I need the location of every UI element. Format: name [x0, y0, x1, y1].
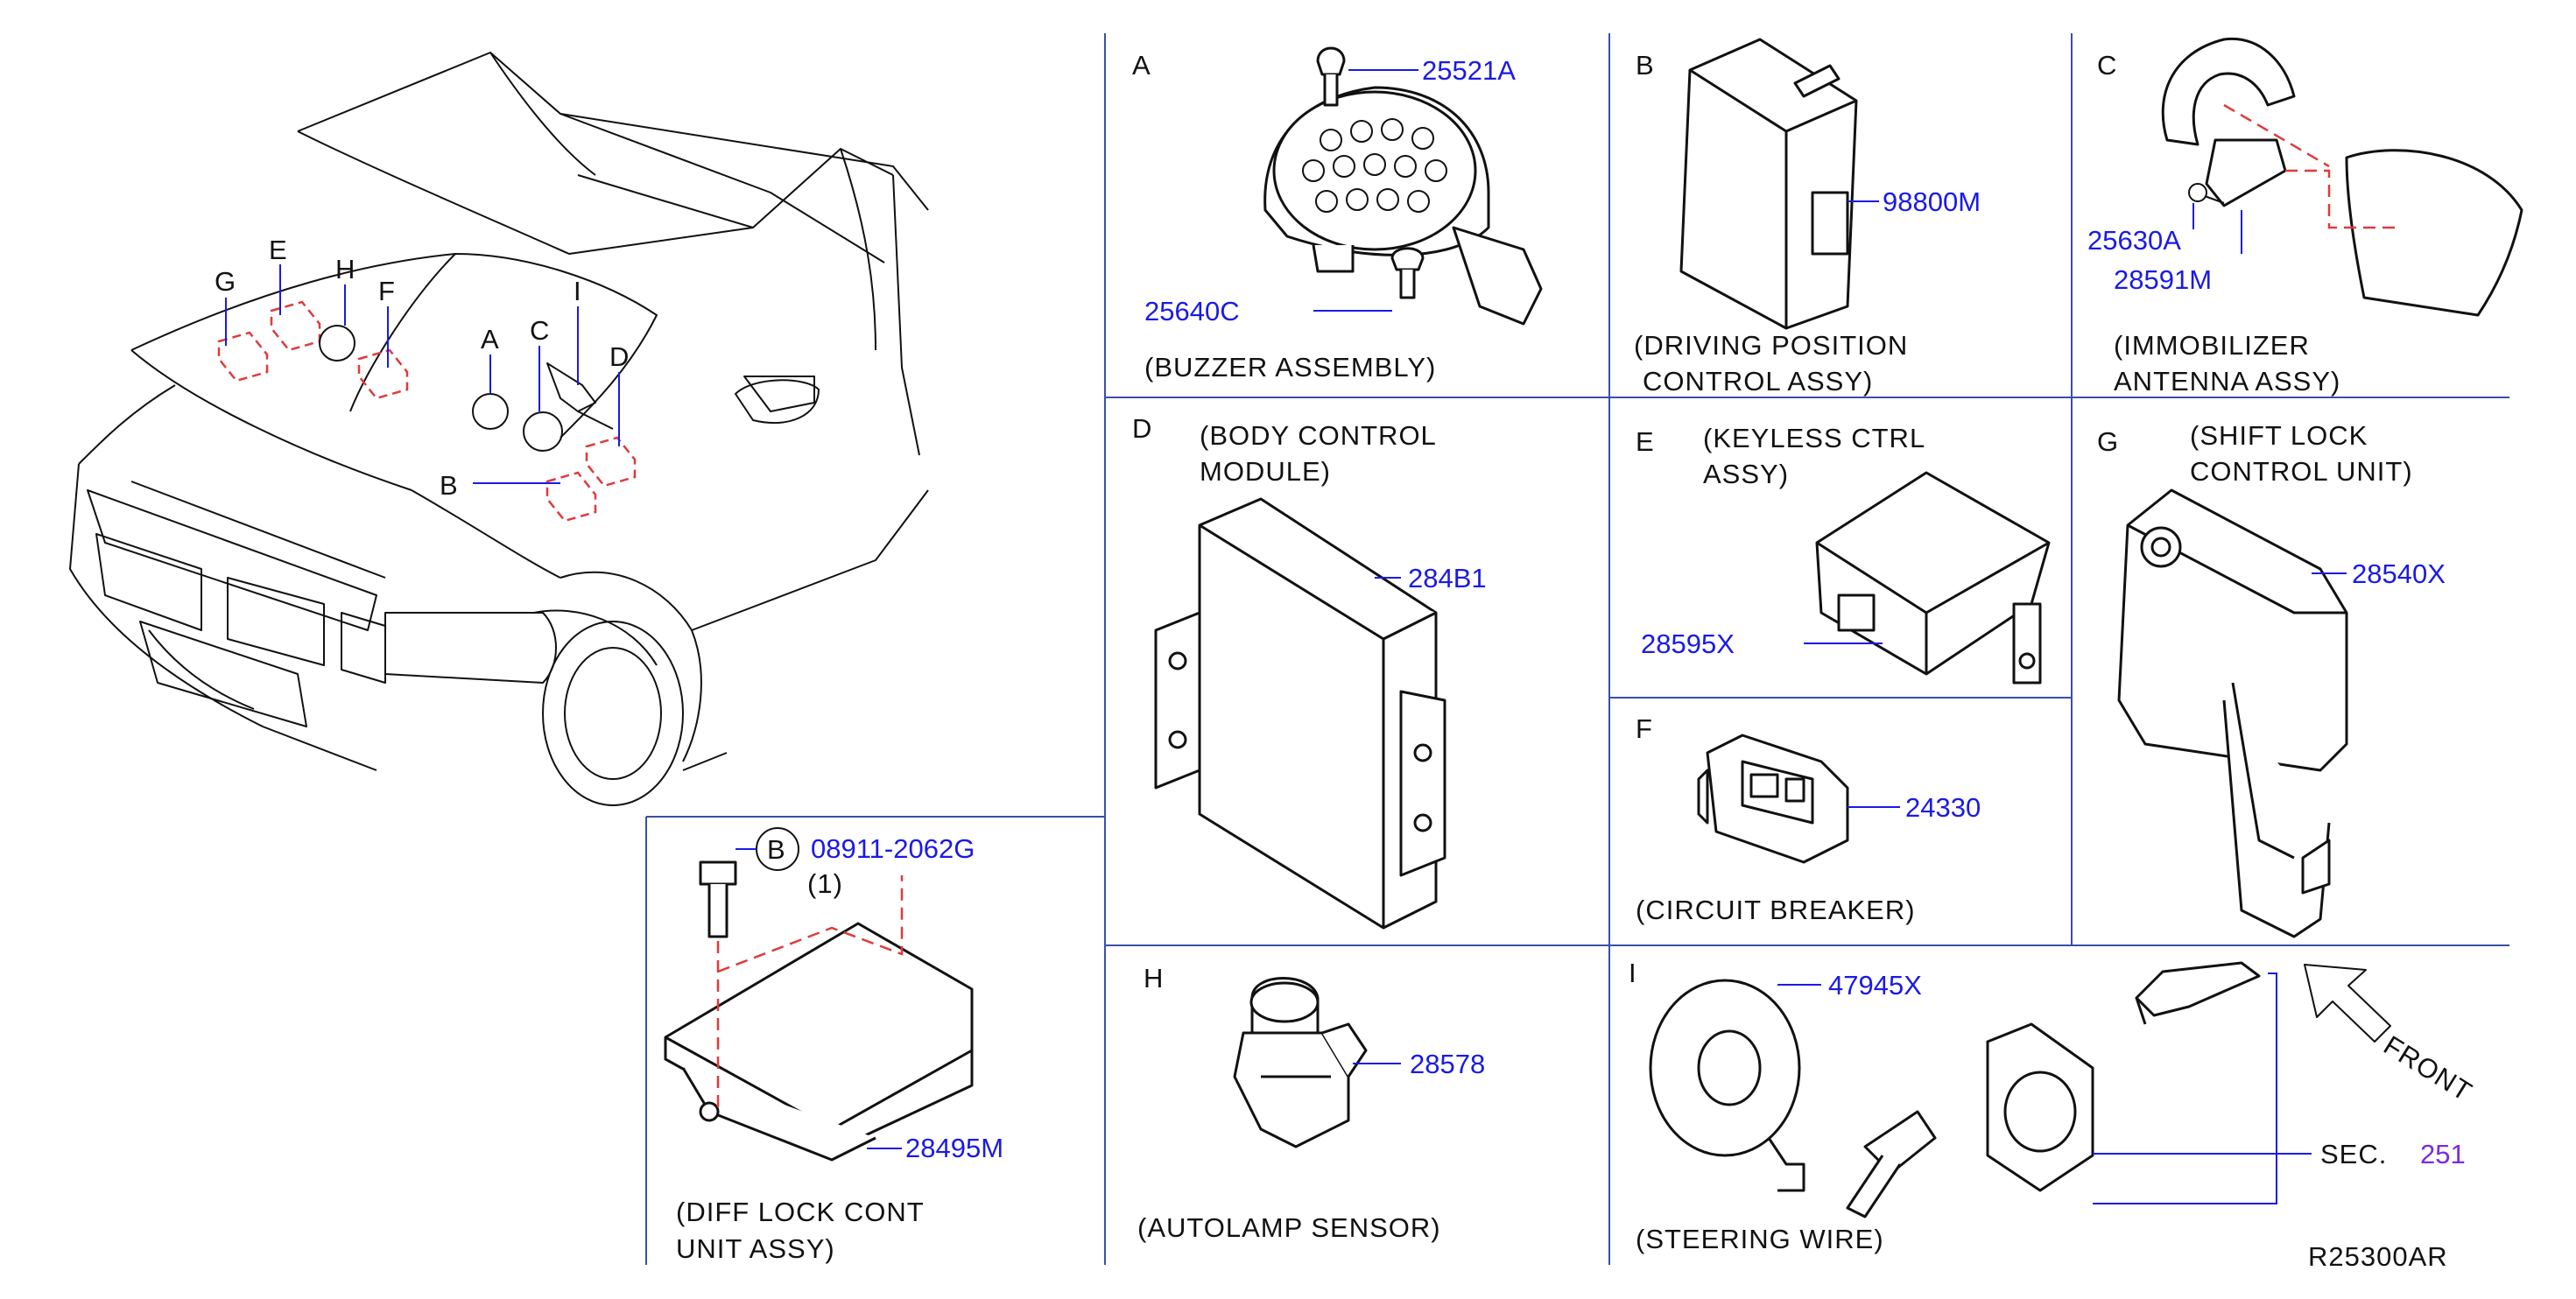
panel-e-caption-line2: ASSY) — [1703, 459, 1789, 489]
panel-e-caption-line1: (KEYLESS CTRL — [1703, 423, 1925, 453]
panel-c-caption-line1: (IMMOBILIZER — [2114, 330, 2310, 361]
vehicle-label-f: F — [378, 276, 396, 306]
part-number-28591m: 28591M — [2114, 264, 2212, 295]
sec-label: SEC. — [2320, 1139, 2387, 1169]
panel-i-caption: (STEERING WIRE) — [1636, 1224, 1884, 1254]
truck-illustration — [69, 52, 929, 806]
panel-g: G (SHIFT LOCK CONTROL UNIT) 28540X — [2097, 420, 2446, 938]
bolt-quantity: (1) — [807, 868, 843, 899]
panel-f-letter: F — [1636, 713, 1653, 744]
panel-i: I 47945X SEC. 251 (STEERING WIRE) FRONT — [1629, 958, 2478, 1254]
diff-lock-install-lines — [716, 875, 904, 1112]
panel-e: E (KEYLESS CTRL ASSY) 28595X — [1636, 423, 2051, 685]
panel-c: C 25630A 28591M (IMMOBILIZER ANTENNA ASS… — [2087, 37, 2523, 397]
steering-wire-illustration — [1649, 961, 2261, 1218]
vehicle-label-i: I — [574, 276, 582, 306]
part-number-25630a: 25630A — [2087, 225, 2181, 256]
vehicle-label-c: C — [530, 315, 550, 346]
part-number-28540x: 28540X — [2352, 558, 2446, 589]
panel-dividers — [645, 33, 2509, 1265]
panel-d-caption-line1: (BODY CONTROL — [1200, 420, 1437, 451]
panel-d-caption-line2: MODULE) — [1200, 456, 1331, 487]
bolt-part-number: 08911-2062G — [811, 833, 975, 864]
panel-g-letter: G — [2097, 426, 2119, 457]
steering-wire-leaders — [1777, 972, 2312, 1204]
vehicle-callouts: G E H F A C I D B — [215, 235, 630, 501]
drawing-id: R25300AR — [2308, 1241, 2448, 1272]
immobilizer-install-lines — [2223, 103, 2399, 229]
vehicle-label-d: D — [609, 341, 630, 372]
part-number-28595x: 28595X — [1641, 628, 1735, 659]
immobilizer-antenna-illustration — [2161, 37, 2523, 317]
vehicle-overview: G E H F A C I D B — [69, 52, 929, 806]
panel-c-letter: C — [2097, 50, 2117, 81]
buzzer-holes — [1302, 118, 1447, 213]
vehicle-label-a: A — [481, 324, 500, 355]
vehicle-label-h: H — [335, 254, 355, 284]
vehicle-label-g: G — [215, 266, 236, 297]
panel-a: A 25521A 25640C (BUZZER ASSEMBLY) — [1132, 46, 1543, 383]
diff-lock-caption-line1: (DIFF LOCK CONT — [676, 1197, 925, 1227]
keyless-control-illustration — [1815, 471, 2051, 685]
vehicle-label-e: E — [269, 235, 288, 265]
sec-number: 251 — [2420, 1139, 2466, 1169]
panel-diff-lock: B 08911-2062G (1) 28495M (DIFF LOCK CONT… — [664, 827, 1003, 1264]
part-number-28578: 28578 — [1410, 1049, 1485, 1079]
panel-e-letter: E — [1636, 426, 1655, 457]
panel-g-caption-line1: (SHIFT LOCK — [2190, 420, 2368, 451]
shift-lock-unit-illustration — [2117, 488, 2348, 938]
bolt-ref-letter: B — [767, 834, 786, 865]
vehicle-label-b: B — [440, 470, 459, 501]
panel-b: B 98800M (DRIVING POSITION CONTROL ASSY) — [1634, 38, 1981, 397]
panel-f-caption: (CIRCUIT BREAKER) — [1636, 895, 1916, 925]
front-arrow-icon — [2304, 964, 2391, 1043]
part-number-25640c: 25640C — [1144, 296, 1240, 327]
part-number-24330: 24330 — [1905, 792, 1981, 823]
autolamp-sensor-illustration — [1233, 977, 1368, 1148]
circuit-breaker-illustration — [1697, 734, 1849, 864]
panel-h-letter: H — [1144, 963, 1164, 994]
diff-lock-caption-line2: UNIT ASSY) — [676, 1233, 835, 1264]
panel-h: H 28578 (AUTOLAMP SENSOR) — [1137, 963, 1485, 1243]
panel-c-caption-line2: ANTENNA ASSY) — [2114, 366, 2340, 397]
diff-lock-unit-illustration — [664, 860, 974, 1162]
panel-b-caption-line1: (DRIVING POSITION — [1634, 330, 1908, 361]
part-number-284b1: 284B1 — [1408, 563, 1487, 593]
immobilizer-screw — [2188, 183, 2225, 204]
panel-g-caption-line2: CONTROL UNIT) — [2190, 456, 2413, 487]
part-number-98800m: 98800M — [1883, 186, 1981, 217]
panel-b-letter: B — [1636, 50, 1655, 81]
part-number-47945x: 47945X — [1828, 970, 1922, 1001]
panel-h-caption: (AUTOLAMP SENSOR) — [1137, 1212, 1441, 1243]
panel-b-caption-line2: CONTROL ASSY) — [1643, 366, 1873, 397]
part-number-25521a: 25521A — [1422, 55, 1516, 86]
driving-position-unit-illustration — [1679, 38, 1858, 330]
panel-a-letter: A — [1132, 50, 1151, 81]
panel-a-caption: (BUZZER ASSEMBLY) — [1144, 352, 1436, 383]
buzzer-clips — [1316, 46, 1425, 299]
panel-d: D (BODY CONTROL MODULE) 284B1 — [1132, 413, 1487, 930]
body-control-module-illustration — [1154, 497, 1446, 930]
locator-boxes — [217, 300, 637, 523]
panel-f: F 24330 (CIRCUIT BREAKER) — [1636, 713, 1981, 925]
diff-lock-part-number: 28495M — [905, 1133, 1003, 1163]
panel-i-letter: I — [1629, 958, 1637, 988]
front-label: FRONT — [2378, 1029, 2477, 1107]
panel-d-letter: D — [1132, 413, 1152, 444]
